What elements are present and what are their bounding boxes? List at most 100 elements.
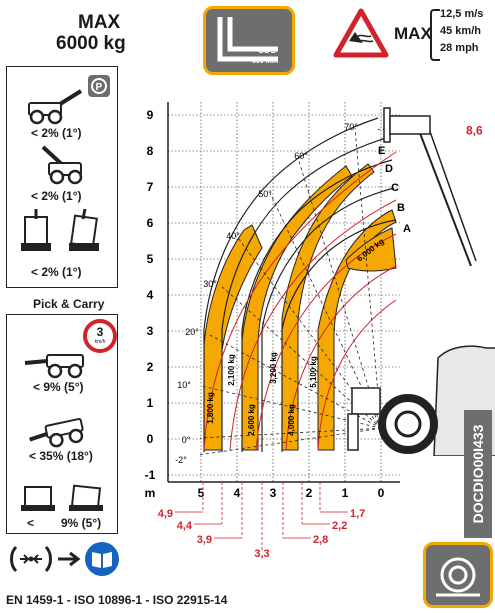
- pick-carry-title: Pick & Carry: [33, 297, 105, 311]
- y-tick-label: 4: [147, 288, 154, 302]
- extension-label: E: [378, 145, 385, 157]
- pick-carry-limit-3b: 9% (5°): [61, 516, 102, 530]
- y-tick-label: 2: [147, 360, 154, 374]
- load-zone-band: [203, 224, 263, 451]
- slope-conditions-panel: P < 2% (1°) < 2% (1°) < 2% (1°): [6, 66, 118, 288]
- load-zone-label: 5,100 kg: [309, 356, 318, 388]
- telehandler-incline-icon: [29, 418, 84, 448]
- boom-angle-label: 10°: [177, 380, 191, 390]
- load-zone-band: [345, 227, 397, 272]
- extension-outline: [203, 117, 379, 452]
- boom-angle-label: 60°: [294, 151, 308, 161]
- pick-carry-panel: 3 km/h < 9% (5°) < 35% (18°) < 9% (5°): [6, 314, 118, 534]
- reach-value-label: 3,9: [197, 534, 212, 546]
- reach-value-label: 4,4: [177, 520, 193, 532]
- y-tick-label: 5: [147, 252, 154, 266]
- extension-outline: [281, 219, 397, 452]
- y-tick-label: -1: [145, 468, 156, 482]
- wind-speed-kmh: 45 km/h: [440, 25, 481, 37]
- y-tick-label: 6: [147, 216, 154, 230]
- boom-angle-label: 50°: [258, 189, 272, 199]
- slope-limit-1: < 2% (1°): [31, 126, 82, 140]
- x-tick-label: 0: [378, 486, 385, 500]
- reach-arc: [317, 299, 397, 451]
- tyre-pressure-icon: [10, 545, 52, 573]
- load-zone-band: [317, 209, 397, 451]
- boom-angle-label: 70°: [344, 122, 358, 132]
- x-tick-label: 4: [234, 486, 241, 500]
- max-label: MAX: [78, 12, 121, 33]
- extension-label: A: [403, 223, 411, 235]
- x-unit-label: m: [145, 486, 156, 500]
- reach-arc: [203, 151, 397, 451]
- load-zone-label: 3,200 kg: [269, 352, 278, 384]
- cog-fork-icon: COG 600 mm: [203, 6, 295, 75]
- slope-limit-2: < 2% (1°): [31, 189, 82, 203]
- wind-max-label: MAX: [394, 24, 432, 43]
- reach-value-label: 2,8: [313, 534, 328, 546]
- x-tick-label: 2: [306, 486, 313, 500]
- max-height-value: 8,6: [466, 123, 483, 137]
- y-tick-label: 7: [147, 180, 154, 194]
- slope-limit-3: < 2% (1°): [31, 265, 82, 279]
- x-tick-label: 5: [198, 486, 205, 500]
- speed-brace: [430, 9, 440, 61]
- doc-code: DOCDIO00I433: [470, 424, 486, 524]
- pick-carry-limit-3a: <: [27, 516, 35, 530]
- boom-angle-label: 0°: [182, 435, 191, 445]
- telehandler-front-icon: [21, 208, 99, 251]
- telehandler-raised-icon: [41, 145, 83, 185]
- load-zone-band: [241, 165, 353, 451]
- speed-limit-value: 3: [96, 325, 104, 339]
- manual-book-icon: [85, 542, 119, 576]
- y-tick-label: 9: [147, 108, 154, 122]
- extension-label: C: [391, 182, 399, 194]
- boom-angle-label: 30°: [203, 279, 217, 289]
- x-tick-label: 1: [342, 486, 349, 500]
- boom-angle-ray: [237, 237, 382, 429]
- wind-speed-mph: 28 mph: [440, 42, 479, 54]
- reach-arc: [255, 233, 397, 451]
- boom-angle-label: -2°: [175, 455, 187, 465]
- load-zone-label: 1,800 kg: [206, 392, 215, 424]
- load-zone-label: 2,100 kg: [227, 354, 236, 386]
- reach-value-label: 1,7: [350, 508, 365, 520]
- y-tick-label: 8: [147, 144, 154, 158]
- wind-speed-ms: 12,5 m/s: [440, 8, 484, 20]
- y-tick-label: 3: [147, 324, 154, 338]
- reach-value-label: 2,2: [332, 520, 347, 532]
- reach-value-label: 3,3: [254, 548, 269, 560]
- telehandler-side-slope-icon: [21, 484, 103, 511]
- standards-footer: EN 1459-1 - ISO 10896-1 - ISO 22915-14: [6, 593, 228, 607]
- max-capacity: 6000 kg: [56, 33, 126, 54]
- x-tick-label: 3: [270, 486, 277, 500]
- load-center-icon: [423, 542, 493, 608]
- pick-carry-limit-2: < 35% (18°): [29, 449, 93, 463]
- pick-carry-limit-1: < 9% (5°): [33, 380, 84, 394]
- y-tick-label: 1: [147, 396, 154, 410]
- boom-angle-label: 20°: [185, 327, 199, 337]
- reach-arc: [285, 265, 397, 451]
- extension-label: D: [385, 163, 393, 175]
- arrow-right-icon: [58, 551, 81, 567]
- doc-code-strip: DOCDIO00I433: [464, 410, 492, 538]
- load-zone-label: 4,000 kg: [287, 404, 296, 436]
- svg-text:P: P: [96, 82, 103, 93]
- extension-outline: [261, 187, 395, 452]
- cog-label: COG: [258, 46, 277, 55]
- wind-warning-icon: [333, 8, 389, 58]
- load-zone-label: 2,600 kg: [247, 404, 256, 436]
- boom-angle-ray: [297, 157, 382, 429]
- boom-angle-ray: [354, 127, 382, 429]
- speed-limit-unit: km/h: [94, 339, 106, 345]
- reach-arc: [229, 199, 397, 451]
- stabiliser-icon: P: [88, 75, 110, 97]
- reach-value-label: 4,9: [158, 508, 173, 520]
- telehandler-extended-icon: [28, 89, 83, 125]
- cog-value: 600 mm: [252, 58, 279, 65]
- telehandler-side-view: [347, 107, 495, 456]
- load-zones: [203, 163, 397, 451]
